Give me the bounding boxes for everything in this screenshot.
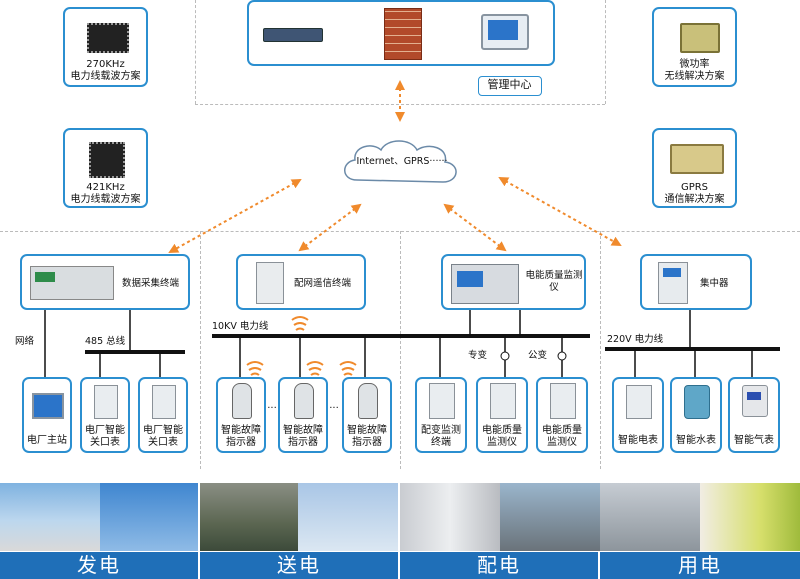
plant-station-label: 电厂主站 <box>27 435 67 446</box>
management-center-box <box>247 0 555 66</box>
network-switch-icon <box>263 28 323 42</box>
fault-indicator-icon <box>294 383 314 419</box>
electric-meter-icon <box>626 385 652 419</box>
remote-signal-label: 配网遥信终端 <box>294 278 352 289</box>
water-meter-icon <box>684 385 710 419</box>
collector-device-icon <box>30 266 114 300</box>
fault-indicator-1-label: 智能故障指示器 <box>221 425 261 448</box>
meter-icon <box>152 385 176 419</box>
plc-270khz-line2: 电力线载波方案 <box>70 71 141 82</box>
chip-icon <box>89 142 125 178</box>
bus-485-label: 485 总线 <box>85 336 126 347</box>
leaf-smart-electric-meter: 智能电表 <box>612 377 664 453</box>
power-quality-box: 电能质量监测仪 <box>441 254 586 310</box>
remote-signal-box: 配网遥信终端 <box>236 254 366 310</box>
fault-indicator-2-label: 智能故障指示器 <box>283 425 323 448</box>
photo-wind-turbines <box>100 483 198 551</box>
quality-monitor-2-label: 电能质量监测仪 <box>542 425 582 448</box>
concentrator-label: 集中器 <box>700 278 729 289</box>
meter-icon <box>550 383 576 419</box>
gprs-line2: 通信解决方案 <box>664 194 725 205</box>
management-center-label-box: 管理中心 <box>478 76 542 96</box>
leaf-quality-monitor-1: 电能质量监测仪 <box>476 377 528 453</box>
dedicated-transformer-label: 专变 <box>468 350 488 361</box>
leaf-plant-station: 电厂主站 <box>22 377 72 453</box>
leaf-transformer-monitor: 配变监测终端 <box>415 377 467 453</box>
gprs-module-icon <box>670 144 724 174</box>
computer-icon <box>32 393 64 419</box>
concentrator-box: 集中器 <box>640 254 752 310</box>
quality-monitor-1-label: 电能质量监测仪 <box>482 425 522 448</box>
gas-meter-icon <box>742 385 768 417</box>
photo-switchgear <box>400 483 500 551</box>
leaf-fault-indicator-2: 智能故障指示器 <box>278 377 328 453</box>
fault-indicator-icon <box>358 383 378 419</box>
management-center-label: 管理中心 <box>487 78 532 91</box>
cloud-label: Internet、GPRS······ <box>356 156 448 167</box>
leaf-smart-gas-meter: 智能气表 <box>728 377 780 453</box>
data-collector-box: 数据采集终端 <box>20 254 190 310</box>
ellipsis-1: ··· <box>267 403 277 414</box>
micro-power-line1: 微功率 <box>679 59 710 70</box>
bus-220v-label: 220V 电力线 <box>607 334 664 345</box>
server-computer-icon <box>481 14 529 50</box>
transformer-monitor-label: 配变监测终端 <box>421 425 461 448</box>
meter-icon <box>490 383 516 419</box>
band-consumption: 用电 <box>600 552 800 579</box>
data-collector-label: 数据采集终端 <box>122 278 180 289</box>
band-transmission: 送电 <box>200 552 398 579</box>
wireless-module-icon <box>680 23 720 53</box>
quality-analyzer-icon <box>451 264 519 304</box>
power-quality-label: 电能质量监测仪 <box>525 270 583 293</box>
wireless-waves <box>246 316 357 376</box>
photo-meter-room <box>600 483 700 551</box>
firewall-icon <box>384 8 422 60</box>
plant-meter-2-label: 电厂智能关口表 <box>143 425 183 448</box>
cloud-concentrator-arrow <box>498 177 622 246</box>
ellipsis-2: ··· <box>329 403 339 414</box>
leaf-quality-monitor-2: 电能质量监测仪 <box>536 377 588 453</box>
plc-421khz-box: 421KHz 电力线载波方案 <box>63 128 148 208</box>
bus-10kv-label: 10KV 电力线 <box>212 321 269 332</box>
leaf-fault-indicator-1: 智能故障指示器 <box>216 377 266 453</box>
band-generation: 发电 <box>0 552 198 579</box>
gprs-line1: GPRS <box>680 182 709 193</box>
band-distribution: 配电 <box>400 552 598 579</box>
chip-icon <box>87 23 129 53</box>
plc-421khz-line2: 电力线载波方案 <box>70 194 141 205</box>
photo-living-room <box>700 483 800 551</box>
public-transformer-label: 公变 <box>528 350 548 361</box>
plc-270khz-line1: 270KHz <box>86 59 125 70</box>
plant-meter-1-label: 电厂智能关口表 <box>85 425 125 448</box>
meter-icon <box>429 383 455 419</box>
leaf-fault-indicator-3: 智能故障指示器 <box>342 377 392 453</box>
smart-gas-meter-label: 智能气表 <box>734 435 774 446</box>
meter-icon <box>94 385 118 419</box>
photo-transmission-tower <box>298 483 398 551</box>
micro-power-box: 微功率 无线解决方案 <box>652 7 737 87</box>
photo-line-workers <box>200 483 298 551</box>
concentrator-device-icon <box>658 262 688 304</box>
cloud-remote-arrow <box>298 203 362 252</box>
leaf-plant-meter-2: 电厂智能关口表 <box>138 377 188 453</box>
leaf-plant-meter-1: 电厂智能关口表 <box>80 377 130 453</box>
internet-cloud: Internet、GPRS······ <box>337 132 467 192</box>
photo-substation <box>500 483 600 551</box>
leaf-smart-water-meter: 智能水表 <box>670 377 722 453</box>
fault-indicator-3-label: 智能故障指示器 <box>347 425 387 448</box>
remote-terminal-icon <box>256 262 284 304</box>
cloud-quality-arrow <box>443 203 507 252</box>
smart-water-meter-label: 智能水表 <box>676 435 716 446</box>
gprs-box: GPRS 通信解决方案 <box>652 128 737 208</box>
micro-power-line2: 无线解决方案 <box>664 71 725 82</box>
smart-electric-meter-label: 智能电表 <box>618 435 658 446</box>
network-label: 网络 <box>15 336 35 347</box>
fault-indicator-icon <box>232 383 252 419</box>
plc-270khz-box: 270KHz 电力线载波方案 <box>63 7 148 87</box>
cloud-collector-arrow <box>168 179 302 253</box>
plc-421khz-line1: 421KHz <box>86 182 125 193</box>
photo-power-plant <box>0 483 100 551</box>
